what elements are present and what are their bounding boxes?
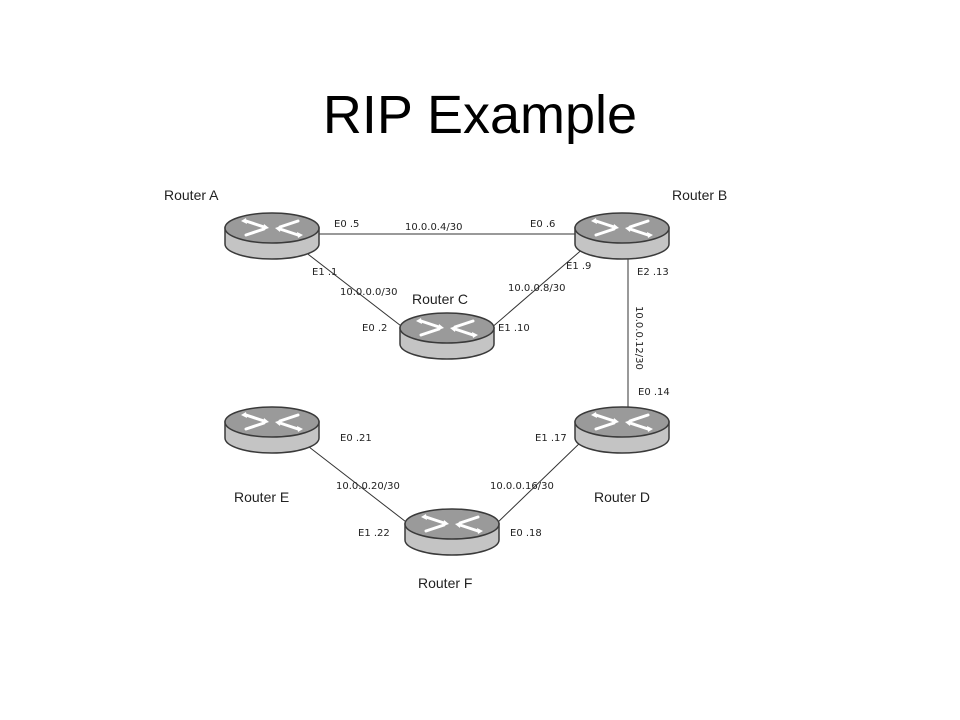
router-b-label: Router B bbox=[672, 187, 727, 203]
iface-d-e0: E0 .14 bbox=[638, 387, 670, 398]
iface-d-e1: E1 .17 bbox=[535, 433, 567, 444]
iface-c-e1: E1 .10 bbox=[498, 323, 530, 334]
slide-title: RIP Example bbox=[322, 85, 638, 145]
iface-a-e1: E1 .1 bbox=[312, 267, 337, 278]
iface-c-e0: E0 .2 bbox=[362, 323, 387, 334]
router-c-label: Router C bbox=[412, 291, 468, 307]
iface-e-e0: E0 .21 bbox=[340, 433, 372, 444]
router-c-icon bbox=[398, 311, 496, 361]
router-e-label: Router E bbox=[234, 489, 289, 505]
router-a-icon bbox=[223, 211, 321, 261]
router-f-icon bbox=[403, 507, 501, 557]
iface-b-e0: E0 .6 bbox=[530, 219, 555, 230]
subnet-e-f: 10.0.0.20/30 bbox=[336, 481, 400, 492]
iface-b-e2: E2 .13 bbox=[637, 267, 669, 278]
router-d-icon bbox=[573, 405, 671, 455]
router-f-label: Router F bbox=[418, 575, 472, 591]
subnet-a-c: 10.0.0.0/30 bbox=[340, 287, 397, 298]
link-f-d bbox=[494, 439, 584, 526]
link-c-b bbox=[489, 246, 586, 330]
link-e-f bbox=[299, 439, 411, 526]
subnet-b-d: 10.0.0.12/30 bbox=[633, 306, 644, 370]
iface-b-e1: E1 .9 bbox=[566, 261, 591, 272]
iface-f-e0: E0 .18 bbox=[510, 528, 542, 539]
router-b-icon bbox=[573, 211, 671, 261]
router-d-label: Router D bbox=[594, 489, 650, 505]
link-a-c bbox=[299, 247, 406, 330]
router-e-icon bbox=[223, 405, 321, 455]
subnet-c-b: 10.0.0.8/30 bbox=[508, 283, 565, 294]
iface-f-e1: E1 .22 bbox=[358, 528, 390, 539]
iface-a-e0: E0 .5 bbox=[334, 219, 359, 230]
subnet-f-d: 10.0.0.16/30 bbox=[490, 481, 554, 492]
subnet-a-b: 10.0.0.4/30 bbox=[405, 222, 462, 233]
router-a-label: Router A bbox=[164, 187, 219, 203]
